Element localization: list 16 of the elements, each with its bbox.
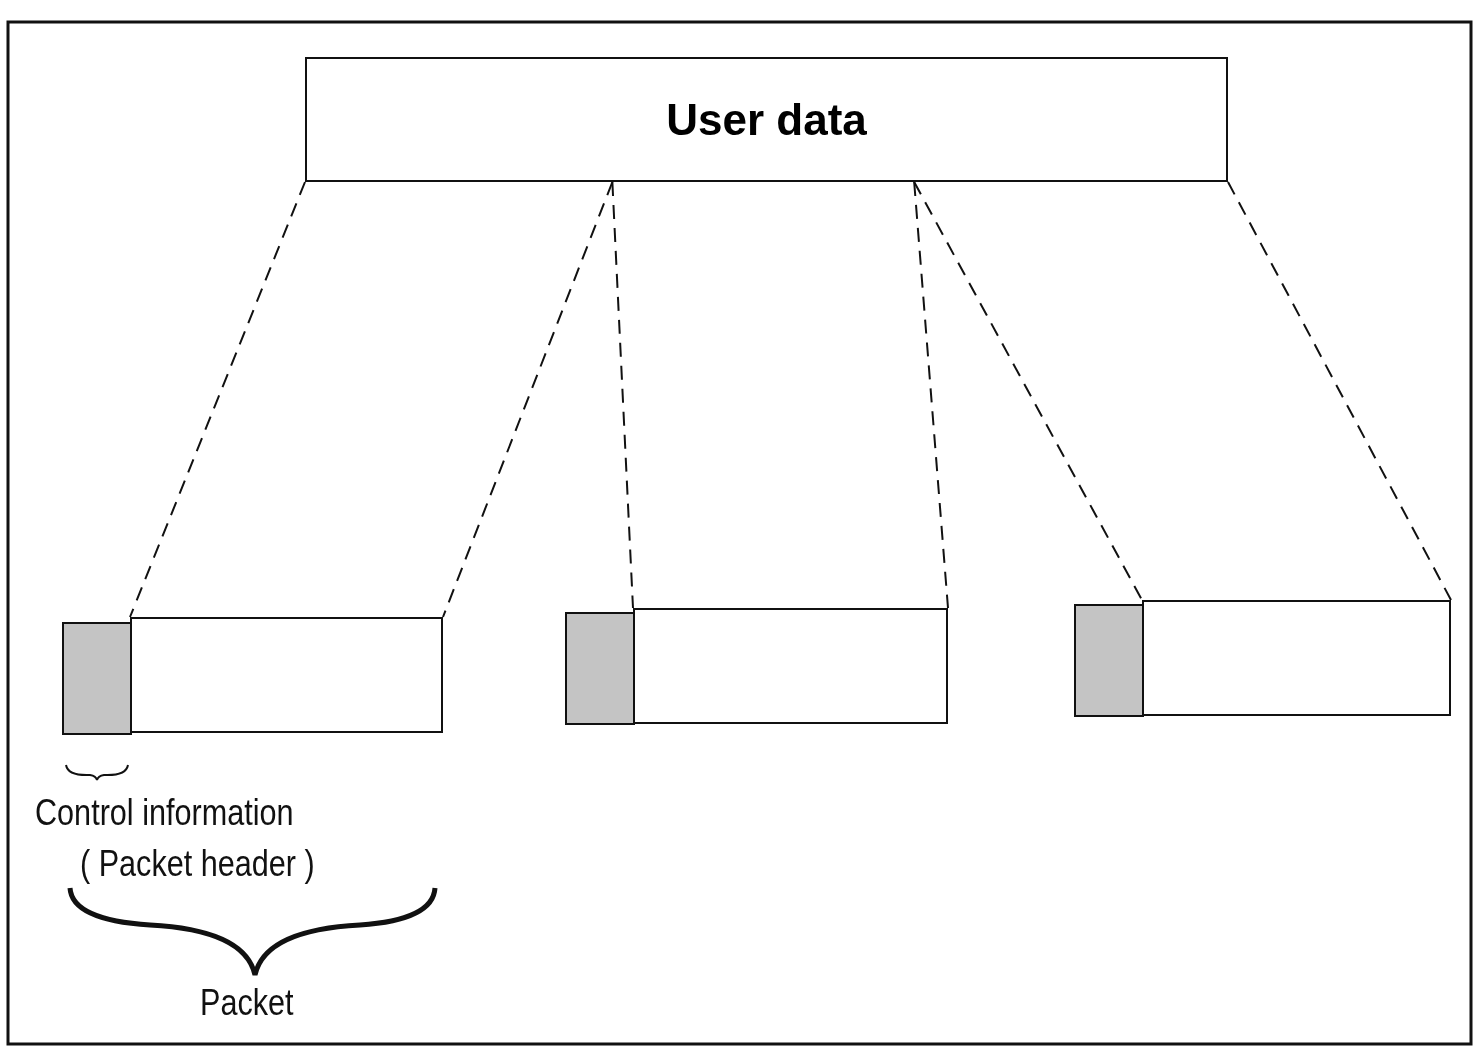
payload-box xyxy=(633,608,948,724)
header-box xyxy=(62,622,132,735)
dashed-line xyxy=(442,181,614,618)
dashed-line xyxy=(129,181,306,618)
packet-label: Packet xyxy=(200,982,294,1024)
dashed-line xyxy=(913,181,949,609)
header-label: ( Packet header ) xyxy=(80,843,315,885)
dashed-line xyxy=(611,181,634,609)
header-box xyxy=(565,612,635,725)
user-data-box: User data xyxy=(305,57,1228,182)
header-label: Control information xyxy=(35,792,294,834)
payload-box xyxy=(130,617,443,733)
dashed-line xyxy=(913,181,1143,601)
dashed-line xyxy=(1227,181,1452,601)
payload-box xyxy=(1142,600,1451,716)
header-box xyxy=(1074,604,1144,717)
